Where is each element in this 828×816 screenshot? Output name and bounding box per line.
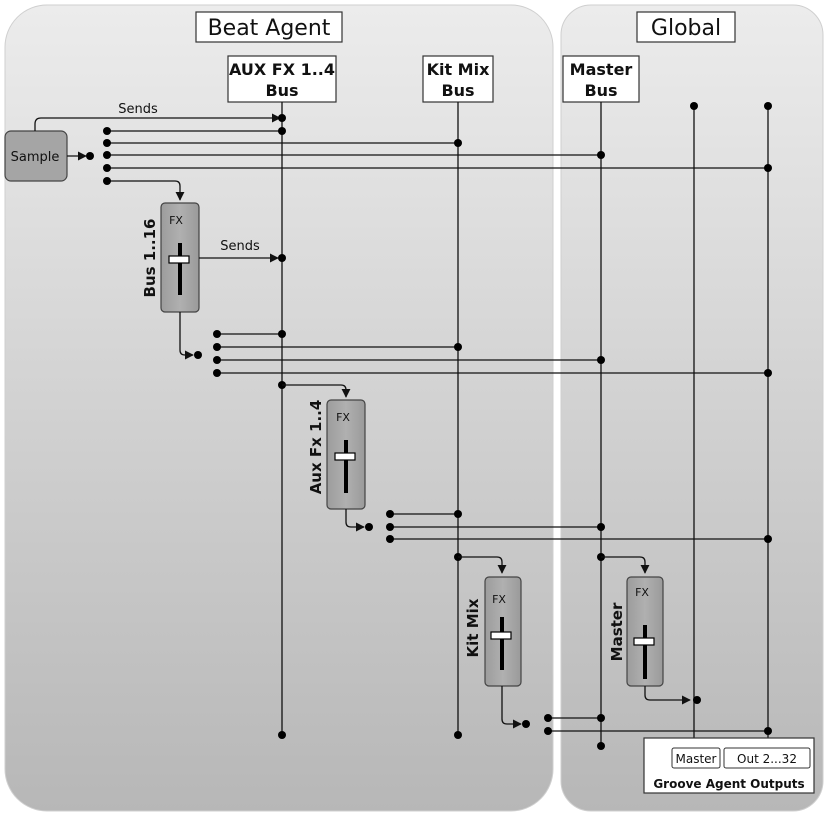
bus-channel: FX Bus 1..16 Sends bbox=[141, 202, 772, 377]
bus-channel-label: Bus 1..16 bbox=[141, 219, 159, 298]
output-out-label: Out 2...32 bbox=[737, 752, 797, 766]
master-bus-line1: Master bbox=[570, 60, 633, 79]
master-channel: FX Master bbox=[597, 553, 701, 705]
master-bus-line2: Bus bbox=[584, 81, 617, 100]
aux-fx-bus-line2: Bus bbox=[265, 81, 298, 100]
beat-agent-title-box bbox=[195, 11, 343, 43]
global-title-box bbox=[636, 11, 736, 43]
aux-fx-bus-box bbox=[227, 55, 337, 103]
kit-mix-bus-line2: Bus bbox=[441, 81, 474, 100]
kit-mix-bus-line1: Kit Mix bbox=[427, 60, 491, 79]
aux-fx-bus-line1: AUX FX 1..4 bbox=[229, 60, 335, 79]
master-fader-handle[interactable] bbox=[633, 637, 655, 646]
beat-agent-title: Beat Agent bbox=[208, 16, 331, 41]
bus-fader-handle[interactable] bbox=[168, 255, 190, 264]
bus-lines bbox=[281, 102, 769, 748]
output-master-label: Master bbox=[676, 752, 717, 766]
global-title: Global bbox=[651, 16, 721, 41]
output-master-box[interactable] bbox=[671, 747, 721, 769]
global-panel bbox=[560, 4, 824, 812]
sends-label-bus: Sends bbox=[220, 239, 260, 254]
kitmix-channel: FX Kit Mix bbox=[454, 553, 772, 735]
aux-channel-label: Aux Fx 1..4 bbox=[307, 400, 325, 495]
kitmix-fader-handle[interactable] bbox=[490, 631, 512, 640]
output-out-box[interactable] bbox=[723, 747, 811, 769]
master-channel-label: Master bbox=[608, 602, 626, 661]
beat-agent-panel bbox=[4, 4, 554, 812]
kit-mix-bus-box bbox=[422, 55, 494, 103]
kitmix-fx-label: FX bbox=[492, 593, 506, 606]
kitmix-channel-label: Kit Mix bbox=[464, 598, 482, 657]
sends-label-top: Sends bbox=[118, 102, 158, 117]
sample-label: Sample bbox=[11, 150, 60, 165]
master-fx-label: FX bbox=[635, 586, 649, 599]
sample-routing: Sends bbox=[34, 102, 772, 201]
aux-channel: FX Aux Fx 1..4 bbox=[278, 381, 772, 543]
aux-fader-handle[interactable] bbox=[334, 452, 356, 461]
bus-fx-label: FX bbox=[169, 214, 183, 227]
bus-line-ends bbox=[278, 102, 772, 750]
outputs-title: Groove Agent Outputs bbox=[653, 777, 804, 791]
aux-fx-label: FX bbox=[336, 411, 350, 424]
